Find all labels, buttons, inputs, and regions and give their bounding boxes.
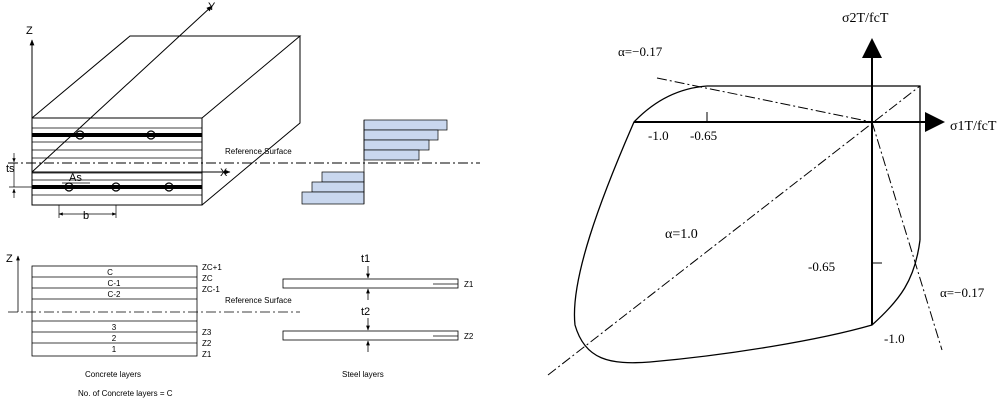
rebar-circle [164, 182, 174, 192]
rebar-circle [75, 130, 85, 140]
steel-t-label: t1 [361, 253, 370, 265]
ts-label: ts [6, 163, 15, 175]
concrete-layers-box [31, 265, 198, 357]
failure-envelope-diagram [547, 38, 945, 376]
reference-surface-label-top: Reference Surface [225, 147, 292, 156]
concrete-layer-label: C [107, 268, 113, 277]
alpha-upper-label: α=−0.17 [618, 44, 663, 59]
x-axis-label: X [220, 167, 228, 179]
layer-count-note: No. of Concrete layers = C [78, 389, 173, 398]
envelope-top-edge [707, 85, 921, 122]
concrete-z-label: Z3 [202, 328, 212, 337]
tick-y-label-1: -0.65 [808, 259, 835, 274]
steel-layer-top [282, 278, 459, 289]
concrete-z-label: ZC+1 [202, 263, 222, 272]
stress-profile [301, 119, 448, 205]
slab-layer-lines [32, 127, 202, 196]
rebar-circle [146, 130, 156, 140]
concrete-layer-label: 3 [112, 323, 117, 332]
layer-z-axis-label: Z [6, 253, 13, 265]
steel-layers-diagram [282, 266, 459, 352]
alpha-diagonal-line [547, 85, 921, 376]
envelope-y-label: σ2T/fcT [842, 11, 889, 26]
stress-block [363, 129, 439, 141]
z-axis-label: Z [26, 25, 33, 37]
steel-z-label: Z2 [464, 332, 474, 341]
envelope-x-label: σ1T/fcT [950, 119, 997, 134]
concrete-layer-label: 1 [112, 345, 117, 354]
rebar-circle [111, 182, 121, 192]
slab-front-face [31, 117, 203, 206]
concrete-layer-label: 2 [112, 334, 117, 343]
concrete-z-label: Z1 [202, 350, 212, 359]
concrete-layer-label: C-1 [108, 279, 121, 288]
y-axis-label: Y [208, 1, 216, 13]
stress-block [363, 119, 448, 131]
as-label: As [69, 172, 82, 184]
stress-block [301, 191, 365, 205]
tick-x-label-2: -0.65 [690, 128, 717, 143]
steel-layer-bottom [282, 330, 459, 341]
tick-y-label-2: -1.0 [884, 331, 905, 346]
concrete-z-label: ZC [202, 274, 213, 283]
stress-block [363, 139, 430, 151]
steel-z-label: Z1 [464, 280, 474, 289]
slab-top-face [31, 35, 302, 119]
failure-curve [573, 85, 921, 364]
alpha-diag-label: α=1.0 [665, 227, 698, 242]
reference-surface-label-bottom: Reference Surface [225, 296, 292, 305]
alpha-upper-line [656, 77, 873, 123]
stress-block [363, 149, 420, 161]
alpha-right-line [871, 121, 943, 351]
slab-3d-diagram [8, 5, 480, 218]
stress-block [311, 181, 365, 193]
concrete-layer-label: C-2 [108, 290, 121, 299]
concrete-z-label: ZC-1 [202, 285, 220, 294]
concrete-layers-diagram [8, 255, 300, 357]
concrete-layers-caption: Concrete layers [85, 370, 141, 379]
concrete-z-label: Z2 [202, 339, 212, 348]
stress-block [321, 171, 365, 183]
b-label: b [83, 210, 89, 222]
y-axis-arrow [31, 5, 213, 173]
tick-x-label-1: -1.0 [648, 128, 669, 143]
steel-t-label: t2 [361, 306, 370, 318]
slab-right-face [201, 36, 301, 206]
alpha-right-label: α=−0.17 [940, 285, 985, 300]
steel-layers-caption: Steel layers [342, 370, 384, 379]
